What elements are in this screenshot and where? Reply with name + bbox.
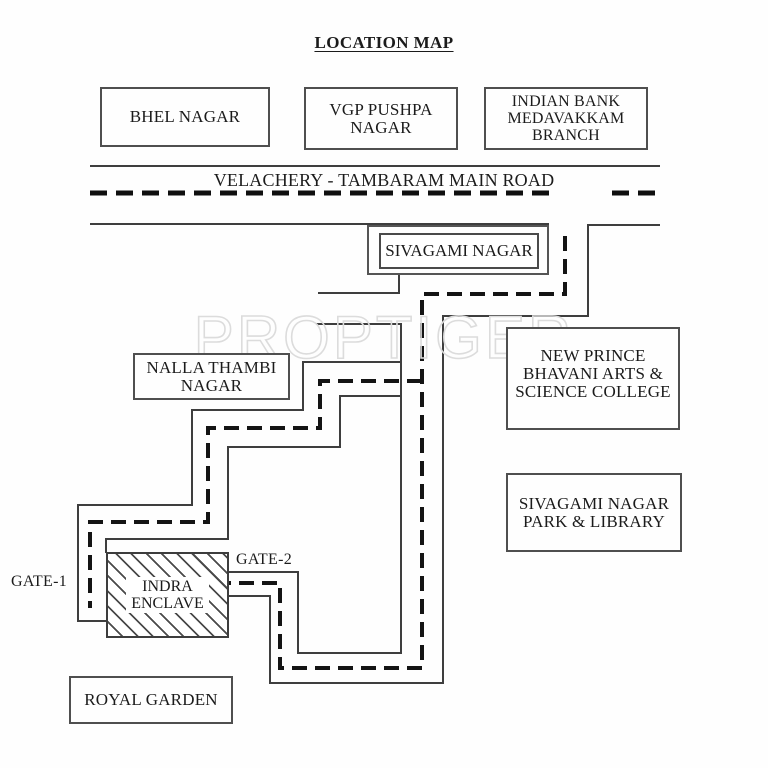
access-road-dashed-gate1-branch <box>88 379 422 608</box>
staircase-inner-edge <box>105 395 401 553</box>
place-box-indian-bank: INDIAN BANK MEDAVAKKAM BRANCH <box>484 87 648 150</box>
place-box-indra-enclave: INDRA ENCLAVE <box>106 552 229 638</box>
place-box-new-prince-college: NEW PRINCE BHAVANI ARTS & SCIENCE COLLEG… <box>506 327 680 430</box>
place-box-royal-garden: ROYAL GARDEN <box>69 676 233 724</box>
gate2-label: GATE-2 <box>236 551 293 568</box>
side-road-east-boundary <box>229 224 660 684</box>
page-title: LOCATION MAP <box>314 33 454 52</box>
access-road-dashed-trunk <box>229 236 567 670</box>
gate1-label: GATE-1 <box>11 573 68 590</box>
place-box-nalla-thambi-nagar: NALLA THAMBI NAGAR <box>133 353 290 400</box>
place-box-sivagami-park-library: SIVAGAMI NAGAR PARK & LIBRARY <box>506 473 682 552</box>
place-box-bhel-nagar: BHEL NAGAR <box>100 87 270 147</box>
vertical-road-west-boundary <box>229 323 402 654</box>
main-road-label: VELACHERY - TAMBARAM MAIN ROAD <box>213 170 555 190</box>
sivagami-road-step <box>318 274 400 294</box>
staircase-outer-edge <box>77 361 401 622</box>
place-box-sivagami-nagar: SIVAGAMI NAGAR <box>379 233 539 269</box>
indra-enclave-label: INDRA ENCLAVE <box>126 577 209 613</box>
place-box-vgp-pushpa-nagar: VGP PUSHPA NAGAR <box>304 87 458 150</box>
